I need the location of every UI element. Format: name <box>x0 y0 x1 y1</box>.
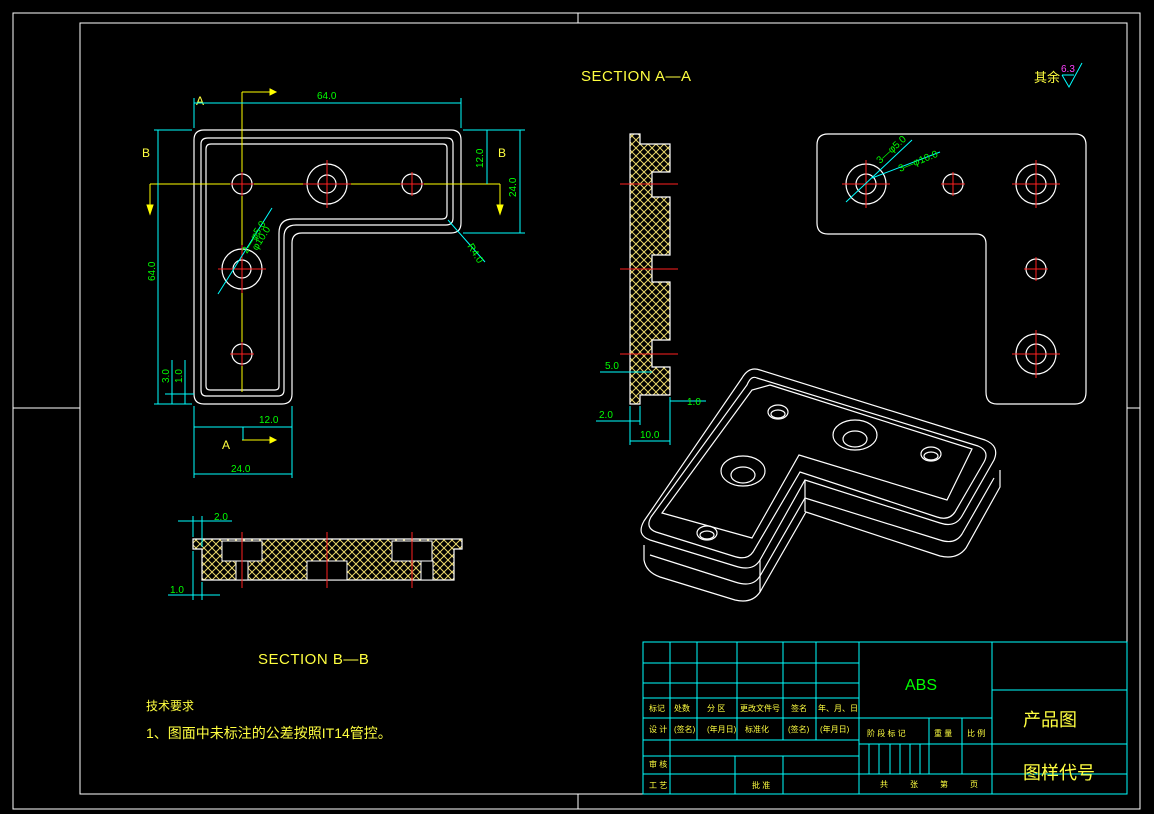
front-view-centerlines <box>150 92 500 392</box>
stage-row-2: 比 例 <box>967 728 985 738</box>
notes-title: 技术要求 <box>146 699 194 713</box>
notes-line1: 1、图面中未标注的公差按照IT14管控。 <box>146 725 392 741</box>
dim-radius: R4.0 <box>464 242 485 266</box>
sheet-row-3: 页 <box>970 780 978 789</box>
stage-row-1: 重 量 <box>934 728 952 738</box>
title-stage-row: 阶 段 标 记 重 量 比 例 <box>867 728 985 738</box>
roughness-symbol: 其余 6.3 <box>1034 62 1083 89</box>
title-material: ABS <box>905 677 937 694</box>
dim-aa-10: 10.0 <box>640 430 660 441</box>
roughness-prefix: 其余 <box>1034 70 1060 85</box>
view-label-b-left: B <box>142 146 150 160</box>
title-name: 产品图 <box>1023 710 1077 730</box>
dim-aa-1: 1.0 <box>687 397 701 408</box>
design-row-1: (签名) <box>674 724 696 734</box>
design-row-2: (年月日) <box>707 724 737 734</box>
sheet-row-0: 共 <box>880 780 888 789</box>
title-process: 工 艺 <box>649 781 667 790</box>
view-label-a-bottom: A <box>222 438 230 452</box>
design-row-4: (签名) <box>788 724 810 734</box>
dim-left-height: 64.0 <box>147 261 158 281</box>
front-view-dimension-lines <box>154 98 525 478</box>
dim-left-1: 1.0 <box>174 369 185 383</box>
section-bb-label: SECTION B—B <box>258 651 369 668</box>
dim-iso-hole-large: 3—φ10.0 <box>897 149 940 175</box>
row-header-2: 分 区 <box>707 704 725 713</box>
title-drawing-no: 图样代号 <box>1023 763 1095 783</box>
row-header-4: 签名 <box>791 703 807 713</box>
title-block: ABS 产品图 图样代号 标记 处数 分 区 更改文件号 签名 年、月、日 设 … <box>642 641 1128 795</box>
isometric-view <box>640 368 1001 602</box>
dim-bottom-24: 24.0 <box>231 464 251 475</box>
section-aa-view: 5.0 2.0 1.0 10.0 <box>596 133 706 445</box>
design-row-3: 标准化 <box>745 724 769 734</box>
dim-bb-2: 2.0 <box>214 512 228 523</box>
section-aa-label: SECTION A—A <box>581 68 692 85</box>
stage-row-0: 阶 段 标 记 <box>867 728 906 738</box>
dim-aa-5: 5.0 <box>605 361 619 372</box>
row-header-0: 标记 <box>649 703 665 713</box>
roughness-value: 6.3 <box>1061 64 1075 75</box>
row-header-5: 年、月、日 <box>818 703 858 713</box>
sheet-row-1: 张 <box>910 780 918 789</box>
front-view-holes <box>221 163 423 365</box>
dim-right-24: 24.0 <box>508 177 519 197</box>
title-review: 审 核 <box>649 759 667 769</box>
sheet-row-2: 第 <box>940 779 948 789</box>
dim-bottom-12: 12.0 <box>259 415 279 426</box>
dim-top-width: 64.0 <box>317 91 337 102</box>
design-row-0: 设 计 <box>649 724 667 734</box>
drawing-frame <box>12 12 1141 810</box>
section-bb-view: 2.0 1.0 <box>168 512 463 600</box>
row-header-1: 处数 <box>674 703 690 713</box>
view-label-b-right: B <box>498 146 506 160</box>
view-label-a-top: A <box>196 94 204 108</box>
section-arrows <box>146 88 504 444</box>
title-approve: 批 准 <box>752 780 770 790</box>
design-row-5: (年月日) <box>820 724 850 734</box>
dim-aa-2: 2.0 <box>599 410 613 421</box>
title-design-row: 设 计 (签名) (年月日) 标准化 (签名) (年月日) <box>649 724 850 734</box>
title-row-headers: 标记 处数 分 区 更改文件号 签名 年、月、日 <box>649 703 858 713</box>
front-view: A A B B 64.0 64.0 12.0 24.0 12.0 24. <box>142 88 525 478</box>
top-view: 3—φ5.0 3—φ10.0 <box>816 133 1087 405</box>
row-header-3: 更改文件号 <box>740 703 780 713</box>
dim-left-3: 3.0 <box>161 369 172 383</box>
title-sheet-row: 共 张 第 页 <box>880 779 978 789</box>
dim-right-12: 12.0 <box>475 148 486 168</box>
dim-bb-1: 1.0 <box>170 585 184 596</box>
front-view-hole-centers <box>218 160 424 366</box>
